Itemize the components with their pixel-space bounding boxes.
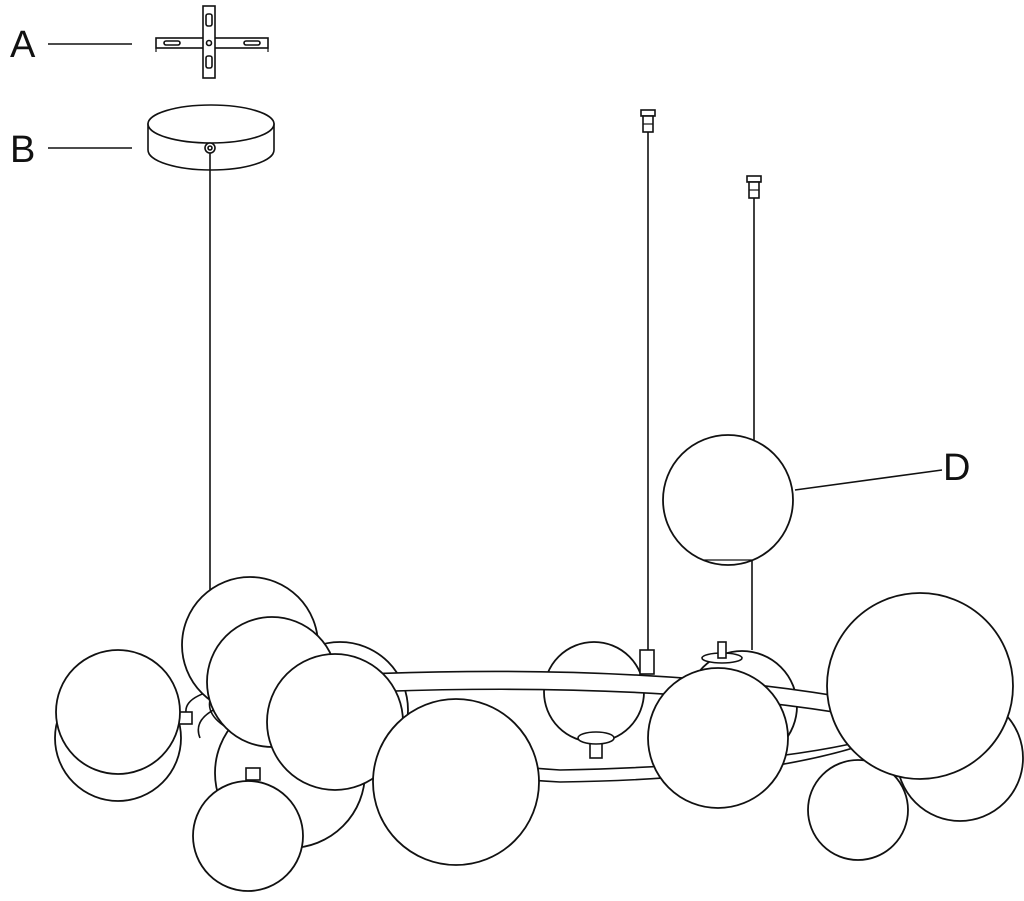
- glass-globe-d: [662, 434, 794, 566]
- leader-line-d: [794, 469, 943, 491]
- wire-anchor-2: [746, 175, 762, 199]
- mounting-bracket-a: [155, 5, 269, 79]
- part-label-a: A: [10, 24, 36, 66]
- wire-anchor-1: [640, 109, 656, 133]
- part-label-b: B: [10, 129, 35, 171]
- part-label-d: D: [943, 447, 970, 489]
- chandelier-globes-front: [55, 576, 1014, 892]
- ceiling-canopy-b: [147, 104, 275, 171]
